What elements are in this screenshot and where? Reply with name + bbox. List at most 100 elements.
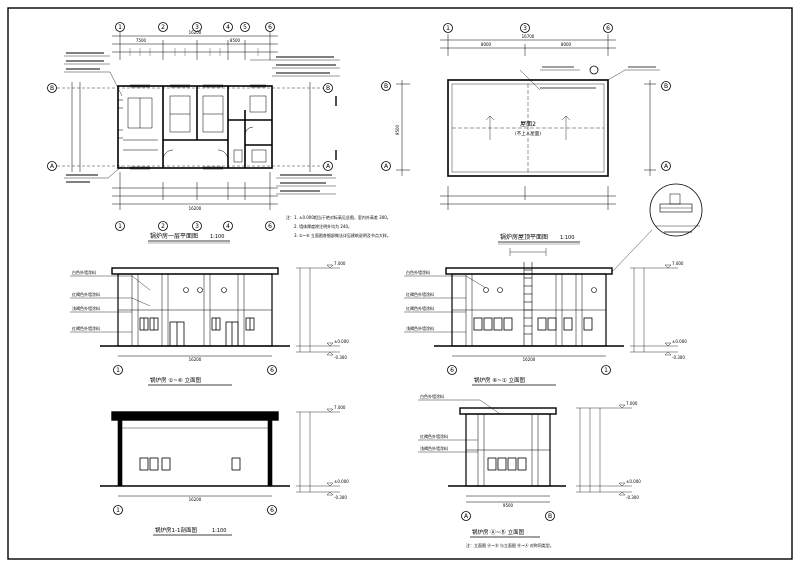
- grid-bubble-label: 5: [243, 24, 247, 31]
- grid-bubble-label: B: [50, 85, 54, 92]
- roof-plan: 1 3 6 16700 8000 8000 9500 B A B A: [381, 23, 703, 273]
- elevation-side: 白色外墙涂料 红褐色外墙涂料 浅褐色外墙涂料 7.000 ±0.000 -0.3…: [418, 393, 641, 548]
- grid-bubble-label: 3: [195, 24, 199, 31]
- roof-cornice: [111, 267, 279, 275]
- level-label: -0.300: [334, 495, 347, 500]
- level-label: ±0.000: [334, 479, 349, 484]
- facade-windows: [473, 317, 593, 331]
- grid-bubble-label: 3: [195, 223, 199, 230]
- drawing-title: 锅炉房一层平面图: [150, 232, 198, 240]
- material-callout: 白色外墙涂料: [406, 269, 430, 275]
- grid-bubble-label: 1: [116, 367, 120, 374]
- grid-bubble-label: 1: [118, 223, 122, 230]
- grid-bubble-label: 6: [450, 367, 454, 374]
- dim-overall: 16200: [189, 30, 202, 35]
- floor-plan-equipment: [118, 95, 267, 163]
- grid-bubble-label: A: [384, 163, 389, 170]
- roof-slab: [111, 411, 279, 421]
- floor-plan: 1 2 3 4 5 6 16200 7500 8500 B: [47, 22, 391, 244]
- level-label: 7.000: [626, 401, 638, 406]
- grid-bubble-label: 6: [270, 367, 274, 374]
- grid-bubble-label: 1: [604, 367, 608, 374]
- drawing-title: 锅炉房 Ⓐ~Ⓑ 立面图: [472, 528, 525, 536]
- level-label: ±0.000: [334, 339, 349, 344]
- grid-bubble-label: 2: [161, 24, 165, 31]
- grid-bubble-label: B: [664, 83, 668, 90]
- grid-bubble-label: B: [548, 513, 552, 520]
- ladder: [523, 262, 533, 346]
- grid-bubble-label: B: [384, 83, 388, 90]
- section-windows: [139, 457, 241, 471]
- grid-bubble-label: A: [50, 163, 55, 170]
- dim-segment: 8000: [561, 42, 572, 47]
- elevation-callouts: 白色外墙涂料 红褐色外墙涂料 浅褐色外墙涂料: [420, 393, 448, 451]
- elevation-back: 白色外墙涂料 红褐色外墙涂料 红褐色外墙涂料 浅褐色外墙涂料 7.000 ±0.…: [404, 248, 687, 386]
- drawing-scale: 1:100: [210, 234, 224, 240]
- level-label: -0.300: [626, 495, 639, 500]
- floor-plan-windows: [130, 84, 266, 170]
- facade-windows: [139, 317, 255, 331]
- drawing-title: 锅炉房 ⑥~① 立面图: [474, 376, 525, 384]
- elevation-front: 白色外墙涂料 红褐色外墙涂料 浅褐色外墙涂料 红褐色外墙涂料 7.000 ±0.…: [70, 261, 349, 386]
- elevation-leaders: [418, 399, 501, 453]
- chimney-dims: [509, 248, 547, 256]
- facade-vents: [483, 287, 597, 293]
- grid-bubble-label: 6: [268, 24, 272, 31]
- dim-segment: 7500: [136, 38, 147, 43]
- facade-doors: [169, 321, 239, 347]
- material-callout: 浅褐色外墙涂料: [72, 305, 100, 311]
- dim-overall: 16200: [189, 357, 202, 362]
- roof-plan-dims: [396, 34, 656, 210]
- level-label: 7.000: [334, 261, 346, 266]
- floor-plan-walls: [117, 85, 273, 169]
- grid-bubble-label: 1: [446, 25, 450, 32]
- section-wall-left: [117, 419, 123, 487]
- drawing-note: 注：立面图 Ⓐ~Ⓑ 与立面图 Ⓑ~Ⓐ 对称同类型。: [466, 542, 554, 548]
- general-note: 注：1. ±0.000相当于绝对标高见总图，室内外高差 300。: [286, 214, 391, 220]
- section-1-1: 7.000 ±0.000 -0.300 16200 1 6 锅炉房1-1剖面图 …: [100, 405, 349, 536]
- floor-plan-leaders: [64, 55, 340, 195]
- facade-pilasters: [466, 414, 550, 486]
- sheet-border: [7, 7, 793, 560]
- material-callout: 白色外墙涂料: [420, 393, 444, 399]
- roof-cornice: [459, 407, 557, 415]
- grid-bubble-label: 6: [270, 507, 274, 514]
- grid-bubble-label: A: [464, 513, 469, 520]
- level-label: 7.000: [672, 261, 684, 266]
- material-callout: 红褐色外墙涂料: [72, 291, 100, 297]
- floor-plan-notes-text: [66, 52, 336, 192]
- roof-notes-text: [540, 66, 656, 89]
- section-level-marks: [296, 408, 340, 496]
- level-label: ±0.000: [672, 339, 687, 344]
- roof-plan-grid-top: 1 3 6: [443, 23, 613, 33]
- grid-bubble-label: 2: [161, 223, 165, 230]
- floor-plan-dims-bottom: [112, 172, 278, 210]
- floor-plan-axis-lines: [57, 87, 323, 167]
- dim-overall: 9500: [395, 124, 400, 135]
- material-callout: 红褐色外墙涂料: [406, 305, 434, 311]
- grid-bubble-label: 6: [268, 223, 272, 230]
- facade-pilasters: [118, 274, 272, 346]
- elevation-level-marks: [630, 264, 678, 356]
- roof-area-label: 屋面2: [520, 121, 536, 128]
- elevation-level-marks: [296, 264, 340, 356]
- level-label: 7.000: [334, 405, 346, 410]
- facade-vents: [183, 287, 227, 293]
- roof-plan-grid-side: B A B A: [381, 81, 671, 171]
- drawing-title: 锅炉房1-1剖面图: [155, 526, 197, 534]
- facade-windows: [487, 457, 527, 471]
- dim-overall: 16200: [189, 497, 202, 502]
- drawing-scale: 1:100: [560, 235, 574, 241]
- grid-bubble-label: 6: [606, 25, 610, 32]
- grid-bubble-label: 1: [118, 24, 122, 31]
- drawing-title: 锅炉房 ①~⑥ 立面图: [150, 376, 201, 384]
- grid-bubble-label: 4: [226, 223, 230, 230]
- drawing-scale: 1:100: [212, 528, 226, 534]
- dim-overall: 16700: [522, 34, 535, 39]
- detail-callout: [611, 183, 703, 273]
- dim-segment: 8000: [481, 42, 492, 47]
- elevation-leaders: [70, 275, 151, 333]
- level-label: -0.300: [334, 355, 347, 360]
- elevation-callouts: 白色外墙涂料 红褐色外墙涂料 红褐色外墙涂料 浅褐色外墙涂料: [406, 269, 434, 331]
